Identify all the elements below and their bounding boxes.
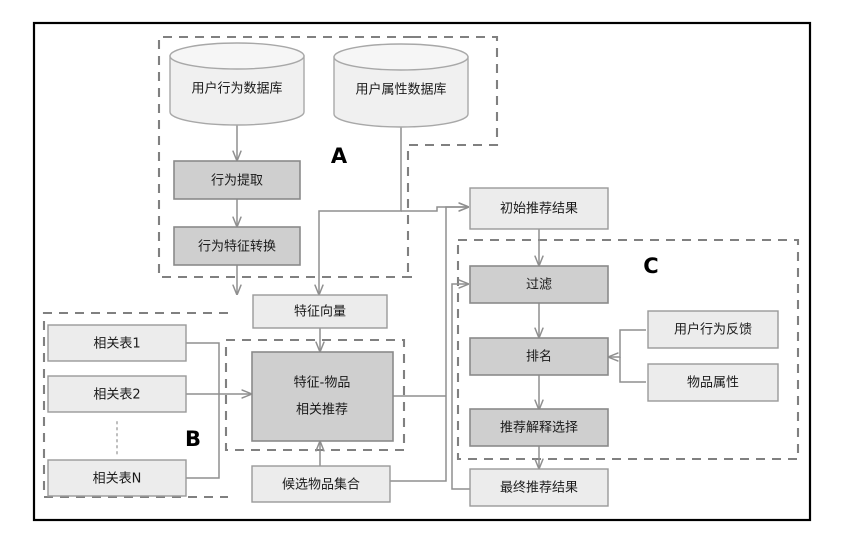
node-user-attribute-db: 用户属性数据库	[333, 43, 469, 128]
group-label-c: C	[643, 254, 658, 278]
edge-feedback-to-ranking	[609, 329, 646, 357]
node-final-recommend-result: 最终推荐结果	[469, 468, 609, 507]
node-initial-recommend-result: 初始推荐结果	[469, 187, 609, 230]
node-user-behavior-feedback: 用户行为反馈	[647, 310, 779, 349]
center-recommender-dashed-boundary	[224, 338, 406, 452]
node-relation-table-1: 相关表1	[47, 324, 187, 362]
node-feature-vector: 特征向量	[252, 294, 388, 329]
edge-attributedb-to-featurevector	[319, 127, 402, 294]
node-filter: 过滤	[469, 265, 609, 304]
node-explanation-selection: 推荐解释选择	[469, 408, 609, 447]
edge-finalresult-feedback-to-filter	[451, 284, 478, 490]
group-label-b: B	[185, 427, 201, 451]
node-behavior-extraction: 行为提取	[173, 160, 301, 200]
group-b-dashed-boundary	[42, 311, 228, 499]
node-relation-table-2: 相关表2	[47, 375, 187, 413]
edge-itemattribute-to-ranking	[619, 357, 646, 383]
node-candidate-item-set: 候选物品集合	[251, 465, 391, 503]
edge-candidateset-to-initialresult	[390, 207, 468, 482]
edge-table1-bus	[186, 342, 220, 394]
node-behavior-feature-transform: 行为特征转换	[173, 226, 301, 266]
group-a-dashed-boundary	[157, 35, 412, 279]
node-ranking: 排名	[469, 337, 609, 376]
node-user-behavior-db: 用户行为数据库	[169, 42, 305, 126]
node-item-attribute: 物品属性	[647, 363, 779, 402]
outer-frame	[32, 21, 812, 522]
node-relation-table-n: 相关表N	[47, 459, 187, 497]
edge-tablen-bus	[186, 394, 220, 479]
group-label-a: A	[331, 144, 348, 168]
node-feature-item-recommend: 特征-物品 相关推荐	[251, 351, 394, 442]
group-a-dashed-extension	[406, 35, 499, 279]
group-c-dashed-boundary	[456, 238, 800, 461]
